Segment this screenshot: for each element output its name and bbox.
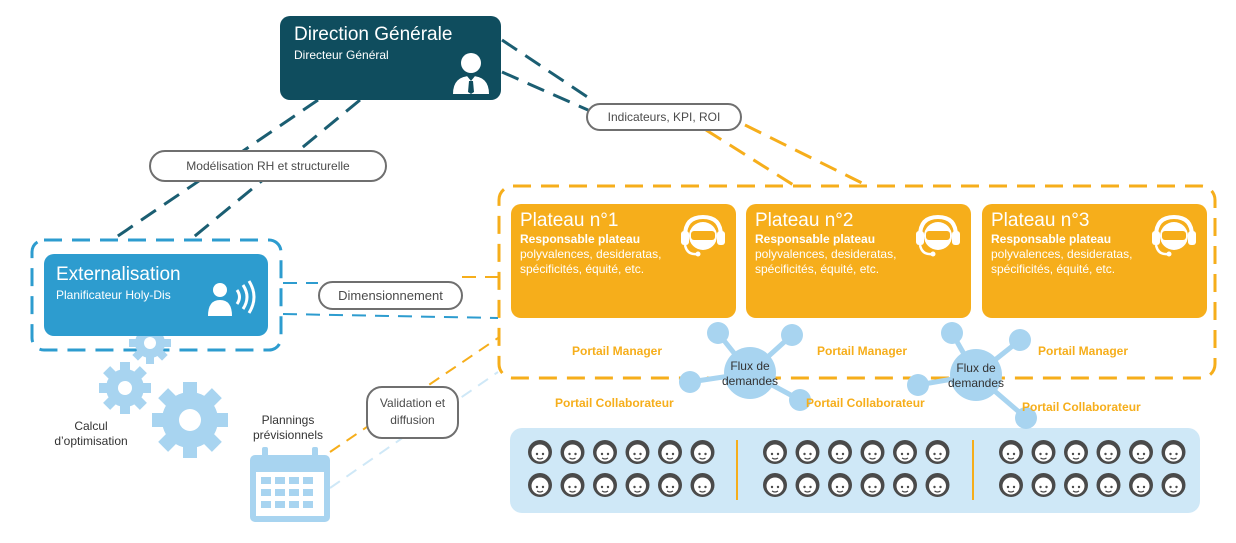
speaker-person-icon — [208, 280, 256, 316]
plateau-1-details: polyvalences, desideratas, spécificités,… — [520, 247, 662, 276]
plateau-1-role: Responsable plateau — [520, 232, 641, 246]
agent-icon — [998, 472, 1024, 498]
agent-icon — [592, 472, 618, 498]
agent-icon — [1128, 439, 1154, 465]
agent-icon — [1095, 472, 1122, 498]
agent-icon — [827, 439, 853, 465]
direction-subtitle: Directeur Général — [294, 48, 389, 62]
portail-manager-2: Portail Manager — [817, 344, 908, 358]
externalisation-title: Externalisation — [56, 264, 181, 285]
portail-collaborateur-1: Portail Collaborateur — [555, 396, 674, 410]
direction-generale-box: Direction Générale Directeur Général — [280, 16, 501, 100]
agent-icon — [1063, 472, 1089, 498]
portail-manager-1: Portail Manager — [572, 344, 663, 358]
plateau-1-title: Plateau n°1 — [520, 210, 619, 231]
agent-icon — [827, 472, 853, 498]
agent-icon — [794, 439, 821, 465]
externalisation-box: Externalisation Planificateur Holy-Dis — [44, 254, 268, 336]
agent-icon — [892, 472, 918, 498]
kpi-connectors-orange — [705, 123, 869, 188]
label-modelisation: Modélisation RH et structurelle — [149, 150, 387, 182]
agent-icon — [592, 439, 618, 465]
agent-icon — [624, 439, 651, 465]
plateau-3-title: Plateau n°3 — [991, 210, 1090, 231]
agent-icon — [859, 472, 886, 498]
agent-icon — [1160, 439, 1187, 465]
headset-person-icon — [1152, 214, 1196, 257]
agent-icon — [762, 472, 788, 498]
flux-label-1: Flux de demandes — [721, 359, 779, 388]
agent-icon — [657, 439, 683, 465]
headset-person-icon — [681, 214, 725, 257]
agent-icon — [559, 439, 586, 465]
agent-icon — [1160, 472, 1187, 498]
plateau-2-box: Plateau n°2 Responsable plateau polyvale… — [746, 204, 971, 318]
agent-icon — [689, 472, 716, 498]
agent-icon — [559, 472, 586, 498]
agent-icon — [924, 472, 951, 498]
dimensionnement-connectors — [282, 282, 499, 319]
agent-icon — [924, 439, 951, 465]
plateau-3-box: Plateau n°3 Responsable plateau polyvale… — [982, 204, 1207, 318]
calcul-label: Calcul d’optimisation — [54, 419, 128, 448]
agents-panel — [510, 428, 1200, 513]
agent-icon — [762, 439, 788, 465]
portail-collaborateur-3: Portail Collaborateur — [1022, 400, 1141, 414]
agent-icon — [624, 472, 651, 498]
plateau-3-details: polyvalences, desideratas, spécificités,… — [991, 247, 1133, 276]
agent-icon — [689, 439, 716, 465]
agent-icon — [1128, 472, 1154, 498]
portail-collaborateur-2: Portail Collaborateur — [806, 396, 925, 410]
plateau-2-role: Responsable plateau — [755, 232, 876, 246]
externalisation-subtitle: Planificateur Holy-Dis — [56, 288, 171, 302]
direction-title: Direction Générale — [294, 24, 453, 45]
plateau-3-role: Responsable plateau — [991, 232, 1112, 246]
agent-icon — [527, 439, 553, 465]
agent-icon — [657, 472, 683, 498]
kpi-connectors — [501, 38, 593, 112]
agent-icon — [892, 439, 918, 465]
label-validation: Validation et diffusion — [366, 386, 459, 439]
agent-icon — [794, 472, 821, 498]
agent-icon — [859, 439, 886, 465]
businessman-icon — [453, 53, 489, 94]
portail-manager-3: Portail Manager — [1038, 344, 1129, 358]
agent-icon — [1095, 439, 1122, 465]
agent-icon — [998, 439, 1024, 465]
flux-node-1 — [679, 322, 811, 411]
agent-icon — [1063, 439, 1089, 465]
label-dimensionnement: Dimensionnement — [318, 281, 463, 310]
label-indicateurs: Indicateurs, KPI, ROI — [586, 103, 742, 131]
plateaux-frame — [497, 184, 1217, 380]
plannings-label: Plannings prévisionnels — [252, 413, 324, 442]
headset-person-icon — [916, 214, 960, 257]
plateau-1-box: Plateau n°1 Responsable plateau polyvale… — [511, 204, 736, 318]
plateau-2-details: polyvalences, desideratas, spécificités,… — [755, 247, 897, 276]
flux-label-2: Flux de demandes — [947, 361, 1005, 390]
agent-icon — [527, 472, 553, 498]
agent-icon — [1030, 439, 1057, 465]
plateau-2-title: Plateau n°2 — [755, 210, 854, 231]
flux-node-2 — [907, 322, 1037, 429]
agent-icon — [1030, 472, 1057, 498]
calendar-icon — [250, 447, 330, 522]
